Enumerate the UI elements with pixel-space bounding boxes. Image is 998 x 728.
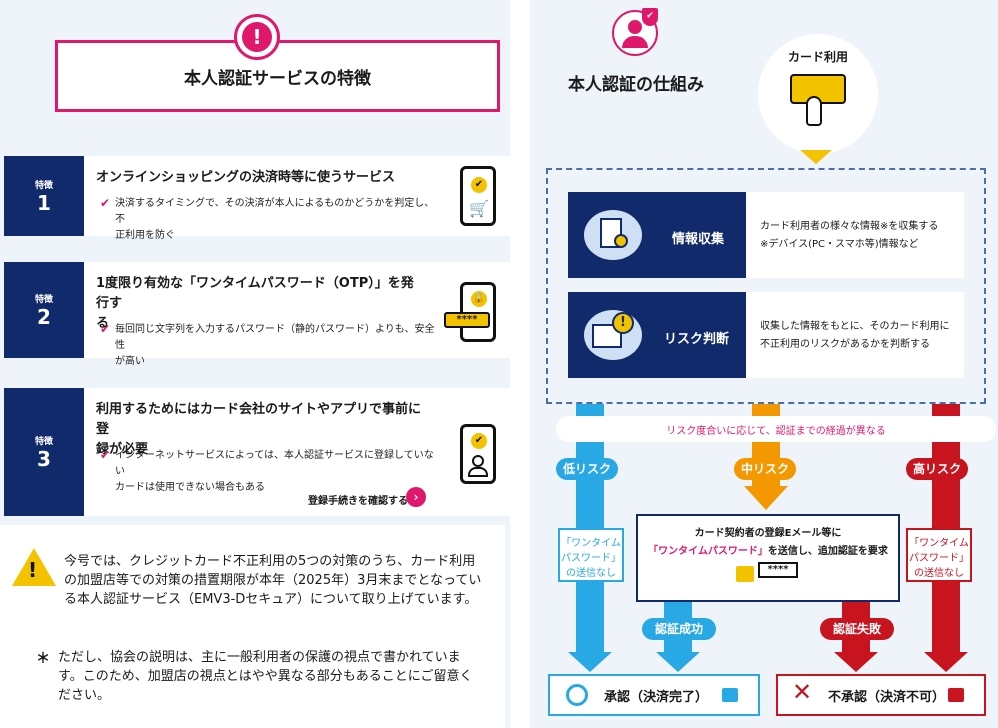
feature-title-2: 1度限り有効な「ワンタイムパスワード（OTP）」を発行す る: [96, 276, 414, 331]
feature-title-3: 利用するためにはカード会社のサイトやアプリで事前に登 録が必要: [96, 402, 422, 457]
notes-bg: [0, 525, 505, 728]
feature-card-2: [4, 262, 514, 358]
step-risk-label: リスク判断: [664, 332, 730, 347]
down-arrow-icon: [800, 150, 832, 164]
exclamation-icon: !: [234, 14, 280, 60]
warning-mark: !: [28, 558, 38, 582]
fail-arrowhead: [834, 652, 878, 672]
low-risk-note: 「ワンタイムパスワード」の送信なし: [558, 528, 624, 582]
check-icon: ✔: [100, 196, 111, 210]
low-risk-badge: 低リスク: [556, 458, 618, 480]
feature-tag-1: 特徴 1: [4, 156, 84, 236]
additional-auth-line2: 「ワンタイムパスワード」を送信し、追加認証を要求: [648, 546, 888, 557]
feature-card-1: [4, 156, 514, 236]
note-text-2: ただし、協会の説明は、主に一般利用者の保護の視点で書かれています。このため、加盟…: [58, 650, 473, 703]
lock-icon: [948, 688, 964, 702]
pin-field-icon: ****: [758, 562, 798, 578]
process-frame: [546, 168, 986, 404]
features-header-box: [55, 40, 500, 112]
feature-tag-2: 特徴 2: [4, 262, 84, 358]
password-field-icon: ****: [444, 312, 490, 328]
phone-cart-icon: ✔ 🛒: [460, 166, 496, 226]
feature-desc-1: 決済するタイミングで、その決済が本人によるものかどうかを判定し、不 正利用を防ぐ: [115, 198, 435, 241]
step-collect-label: 情報収集: [672, 232, 725, 247]
mid-risk-arrowhead: [744, 486, 788, 510]
feature-desc-2: 毎回同じ文字列を入力するパスワード（静的パスワード）よりも、安全性 が高い: [115, 324, 435, 367]
warning-icon: [12, 548, 56, 586]
lock-icon: [736, 566, 754, 582]
mechanism-title: 本人認証の仕組み: [568, 75, 704, 95]
approve-text: 承認（決済完了）: [604, 690, 709, 705]
registration-link[interactable]: 登録手続きを確認する: [308, 496, 408, 507]
high-risk-badge: 高リスク: [906, 458, 968, 480]
step-risk-desc-box: [746, 292, 964, 378]
feature-title-1: オンラインショッピングの決済時等に使うサービス: [96, 170, 396, 185]
chevron-right-icon[interactable]: ›: [406, 487, 426, 507]
document-search-icon: [584, 210, 642, 260]
risk-band: [556, 416, 996, 442]
additional-auth-line1: カード契約者の登録Eメール等に: [694, 528, 842, 539]
card-use-label: カード利用: [787, 50, 848, 64]
high-risk-arrowhead: [924, 652, 968, 672]
note-text-1: 今号では、クレジットカード不正利用の5つの対策のうち、カード利用の加盟店等での対…: [64, 554, 482, 607]
step-collect-desc: カード利用者の様々な情報※を収集する ※デバイス(PC・スマホ等)情報など: [760, 221, 939, 250]
high-risk-note: 「ワンタイムパスワード」の送信なし: [906, 528, 972, 582]
check-icon: ✔: [100, 322, 111, 336]
mid-risk-badge: 中リスク: [734, 458, 796, 480]
note-asterisk: ＊: [36, 651, 50, 667]
browser-alert-icon: !: [584, 310, 642, 360]
unlock-icon: [722, 688, 738, 702]
hand-icon: [806, 96, 822, 126]
features-header-title: 本人認証サービスの特徴: [184, 69, 371, 89]
low-risk-arrowhead: [568, 652, 612, 672]
check-icon: ✔: [100, 448, 111, 462]
phone-user-icon: ✔: [460, 424, 496, 484]
risk-band-text: リスク度合いに応じて、認証までの経過が異なる: [666, 426, 886, 437]
circle-icon: [566, 684, 588, 706]
user-shield-icon: ✔: [612, 8, 658, 56]
cross-icon: ✕: [792, 678, 813, 706]
auth-success-badge: 認証成功: [642, 618, 716, 640]
feature-tag-3: 特徴 3: [4, 388, 84, 516]
additional-auth-box: [636, 514, 900, 602]
success-arrowhead: [656, 652, 700, 672]
auth-fail-badge: 認証失敗: [820, 618, 894, 640]
feature-desc-3: インターネットサービスによっては、本人認証サービスに登録していない カードは使用…: [115, 450, 434, 493]
reject-text: 不承認（決済不可）: [828, 690, 946, 705]
step-collect-desc-box: [746, 192, 964, 278]
feature-card-3: [4, 388, 514, 516]
step-risk-desc: 収集した情報をもとに、そのカード利用に 不正利用のリスクがあるかを判断する: [760, 321, 950, 350]
